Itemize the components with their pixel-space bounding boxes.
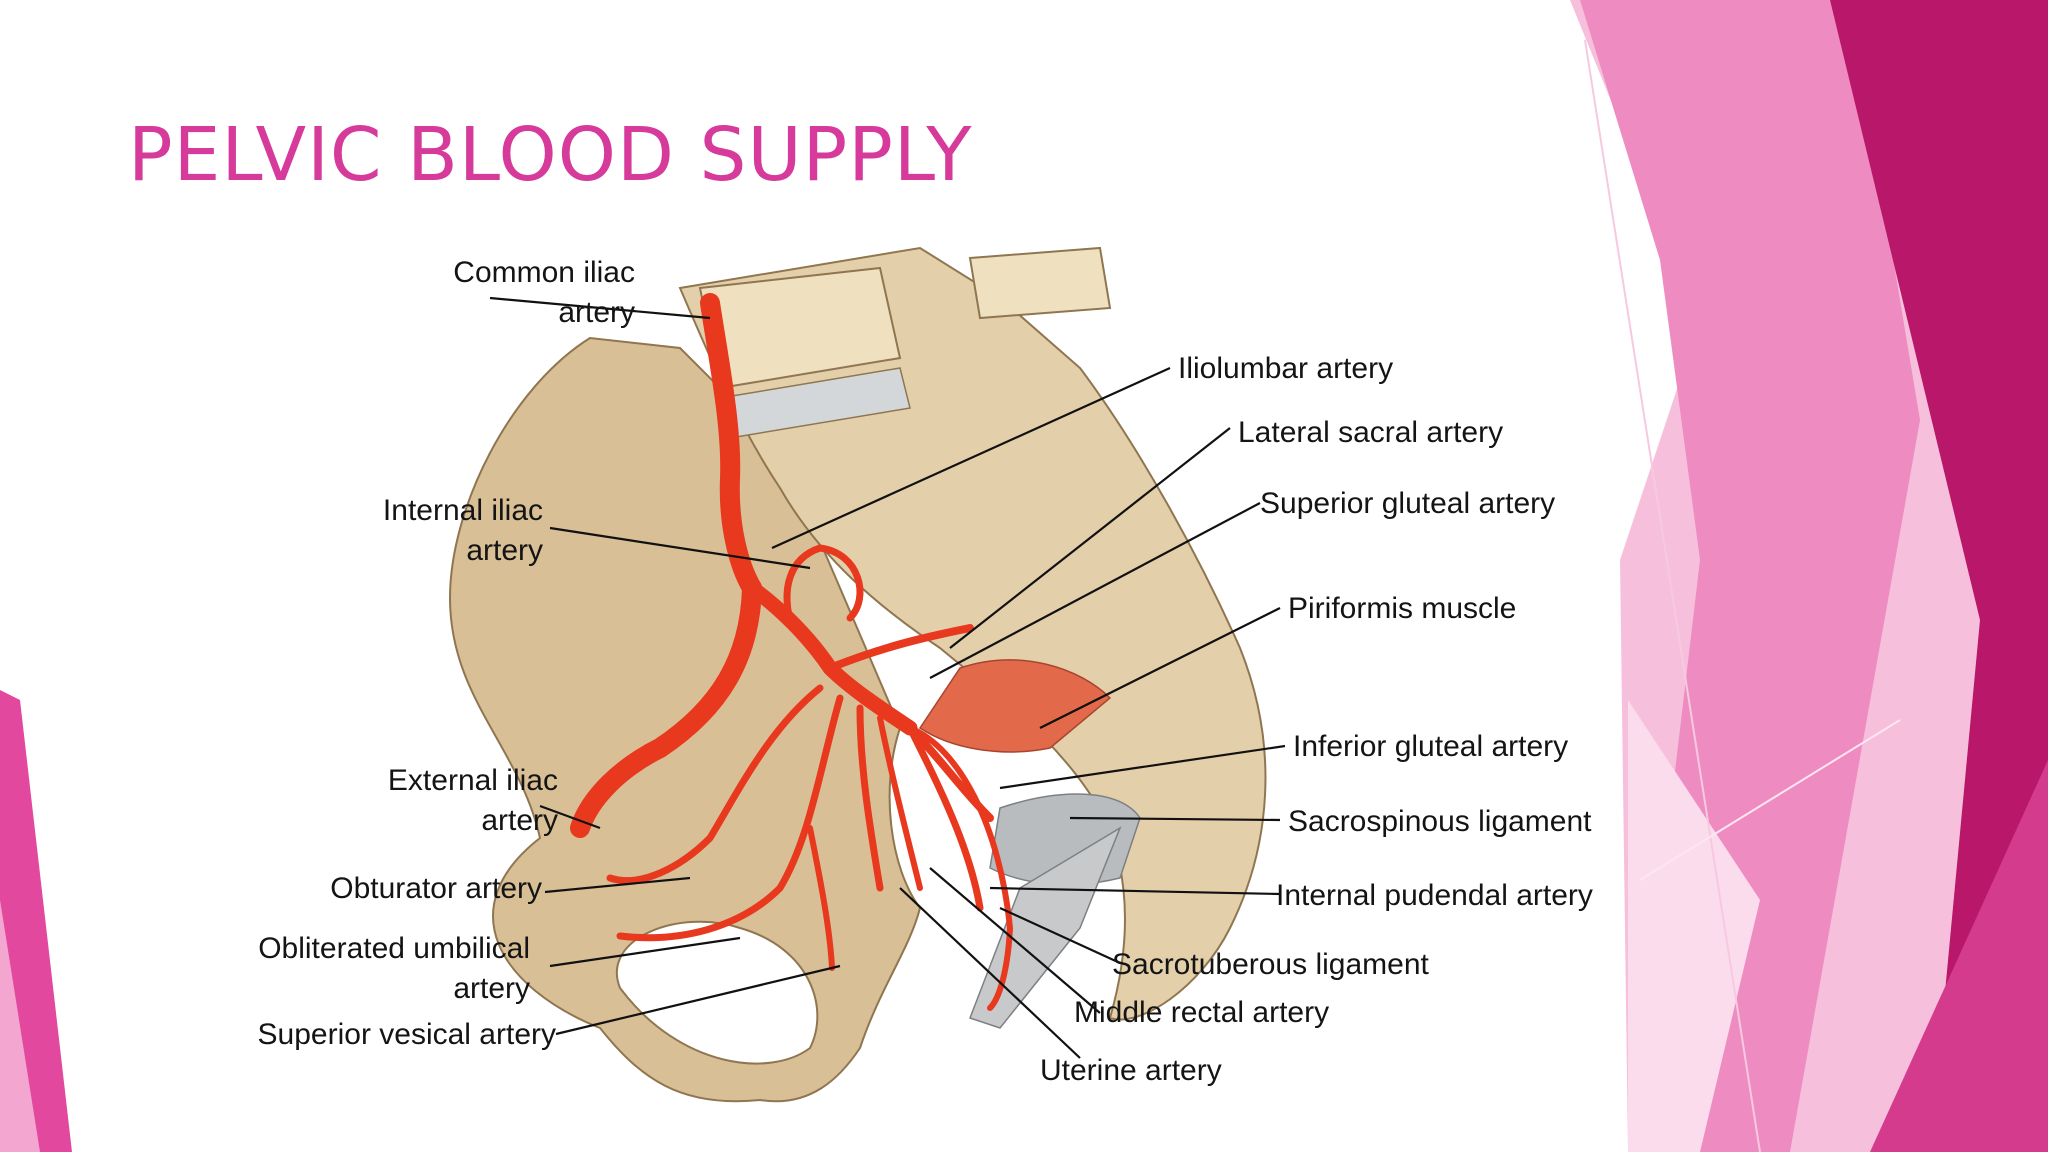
left-panel-light	[0, 900, 40, 1152]
leader-line	[999, 907, 1121, 964]
right-panel-bright	[1870, 760, 2048, 1152]
leader-lines	[489, 296, 1286, 1059]
leader-line	[929, 502, 1261, 679]
label-obturator: Obturator artery	[330, 872, 542, 905]
pelvic-diagram: Common iliac artery Iliolumbar artery La…	[258, 246, 1593, 1103]
label-obliterated-umbilical: artery	[453, 972, 530, 1005]
right-panel-line	[1639, 719, 1901, 881]
leader-line	[489, 296, 711, 320]
common-iliac-artery	[700, 293, 762, 598]
superior-gluteal-artery	[826, 624, 974, 672]
obturator-foramen	[616, 920, 819, 1065]
label-piriformis: Piriformis muscle	[1288, 592, 1516, 625]
iliolumbar-artery	[783, 544, 864, 632]
right-panel-pale	[1628, 700, 1760, 1152]
obturator-artery	[606, 684, 824, 885]
piriformis-muscle	[918, 659, 1112, 753]
right-panel-dark	[1830, 0, 2048, 1152]
label-obliterated-umbilical: Obliterated umbilical	[258, 932, 530, 965]
leader-line	[929, 867, 1101, 1014]
artery-branch	[907, 725, 1013, 1011]
leader-line	[999, 744, 1286, 790]
label-lateral-sacral: Lateral sacral artery	[1238, 416, 1503, 449]
label-common-iliac: artery	[558, 296, 635, 329]
middle-rectal-artery	[877, 715, 923, 891]
leader-line	[544, 876, 691, 894]
label-superior-gluteal: Superior gluteal artery	[1260, 487, 1555, 520]
label-inferior-gluteal: Inferior gluteal artery	[1293, 730, 1568, 763]
label-middle-rectal: Middle rectal artery	[1074, 996, 1329, 1029]
label-common-iliac: Common iliac	[453, 256, 635, 289]
label-uterine: Uterine artery	[1040, 1054, 1222, 1087]
leader-line	[989, 886, 1281, 896]
label-sacrotuberous: Sacrotuberous ligament	[1112, 948, 1430, 981]
label-external-iliac: External iliac	[388, 764, 558, 797]
leader-line	[1039, 607, 1281, 729]
label-internal-iliac: artery	[466, 534, 543, 567]
label-sacrospinous: Sacrospinous ligament	[1288, 805, 1592, 838]
leader-line	[771, 366, 1171, 550]
labels: Common iliac artery Iliolumbar artery La…	[258, 256, 1593, 1087]
label-internal-iliac: Internal iliac	[383, 494, 543, 527]
leader-line	[1069, 816, 1281, 822]
leader-line	[899, 887, 1081, 1059]
leader-line	[555, 964, 841, 1036]
slide-title: PELVIC BLOOD SUPPLY	[128, 112, 973, 198]
leader-line	[539, 804, 601, 830]
leader-line	[549, 526, 811, 570]
label-external-iliac: artery	[481, 804, 558, 837]
right-panel-line	[1584, 39, 1761, 1152]
label-iliolumbar: Iliolumbar artery	[1178, 352, 1393, 385]
internal-pudendal-artery	[906, 724, 984, 912]
label-superior-vesical: Superior vesical artery	[258, 1018, 556, 1051]
leader-line	[549, 936, 741, 968]
uterine-artery	[856, 704, 884, 892]
arteries	[570, 293, 1013, 1011]
leader-line	[949, 427, 1231, 649]
label-internal-pudendal: Internal pudendal artery	[1276, 879, 1593, 912]
vertebra	[968, 246, 1112, 320]
external-iliac-artery	[570, 578, 762, 838]
superior-vesical-artery	[807, 825, 835, 971]
obliterated-umbilical-artery	[616, 694, 844, 942]
